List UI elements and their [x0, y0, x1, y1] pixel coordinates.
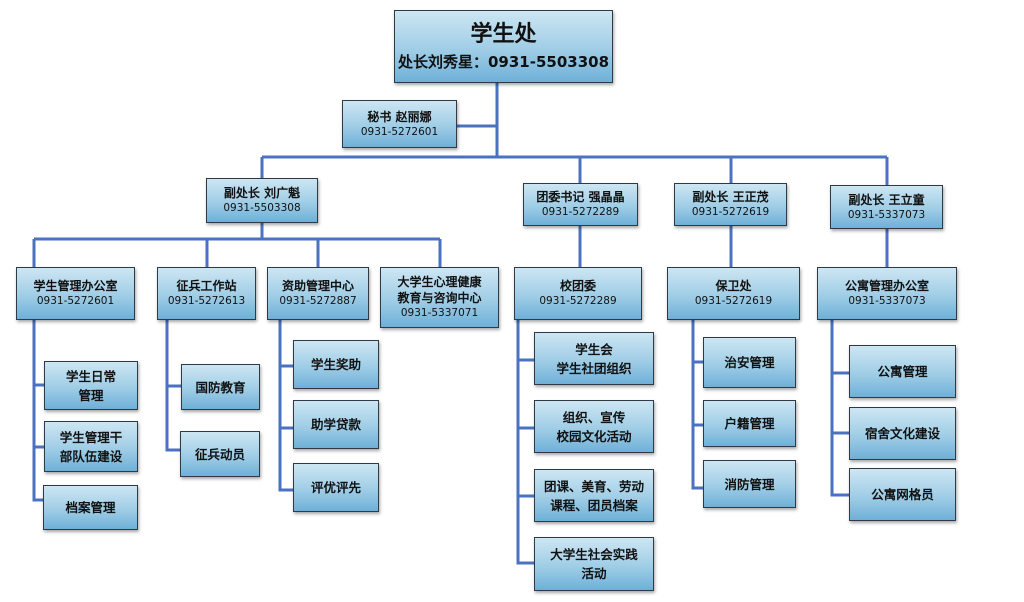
leader-node: 副处长 王正茂 0931-5272619 [674, 183, 787, 226]
function-label: 学生会 学生社团组织 [556, 341, 632, 376]
root-subtitle: 处长刘秀星：0931-5503308 [397, 52, 610, 71]
function-node: 治安管理 [703, 337, 796, 388]
department-phone: 0931-5272619 [694, 295, 773, 307]
secretary-phone: 0931-5272601 [360, 125, 439, 138]
function-label: 消防管理 [724, 476, 775, 492]
department-title: 大学生心理健康 教育与咨询中心 [397, 275, 482, 305]
function-label: 组织、宣传 校园文化活动 [556, 409, 632, 444]
department-title: 校团委 [559, 279, 596, 293]
function-label: 评优评先 [310, 480, 361, 495]
leader-title: 团委书记 强晶晶 [536, 190, 625, 204]
leader-title: 副处长 刘广魁 [223, 186, 301, 200]
function-node: 学生奖助 [293, 340, 379, 389]
function-label: 档案管理 [65, 500, 116, 515]
department-title: 保卫处 [715, 279, 752, 293]
function-label: 宿舍文化建设 [864, 426, 940, 441]
leader-node: 团委书记 强晶晶 0931-5272289 [523, 183, 638, 226]
department-node: 大学生心理健康 教育与咨询中心 0931-5337071 [380, 267, 499, 328]
function-label: 学生奖助 [310, 357, 361, 372]
function-node: 公寓管理 [849, 345, 956, 398]
department-phone: 0931-5272887 [279, 295, 357, 307]
root-node-student-affairs: 学生处 处长刘秀星：0931-5503308 [394, 10, 613, 83]
leader-title: 副处长 王立童 [848, 192, 925, 207]
department-node: 征兵工作站 0931-5272613 [157, 267, 256, 320]
secretary-title: 秘书 赵丽娜 [367, 109, 432, 124]
function-node: 助学贷款 [293, 400, 379, 449]
department-title: 征兵工作站 [176, 279, 237, 293]
department-node: 学生管理办公室 0931-5272601 [16, 267, 135, 320]
function-node: 学生管理干 部队伍建设 [44, 421, 138, 472]
department-phone: 0931-5272601 [36, 295, 115, 307]
leader-phone: 0931-5272619 [691, 206, 770, 218]
function-node: 宿舍文化建设 [849, 407, 956, 460]
leader-phone: 0931-5337073 [847, 208, 926, 221]
function-label: 户籍管理 [724, 416, 775, 431]
leader-title: 副处长 王正茂 [692, 190, 769, 204]
department-title: 公寓管理办公室 [844, 279, 929, 293]
department-node: 校团委 0931-5272289 [514, 267, 642, 320]
function-node: 大学生社会实践 活动 [534, 537, 654, 591]
department-title: 资助管理中心 [281, 279, 354, 293]
department-title: 学生管理办公室 [33, 279, 118, 293]
department-phone: 0931-5337073 [848, 295, 926, 307]
function-label: 治安管理 [724, 355, 775, 370]
function-node: 消防管理 [703, 460, 796, 508]
leader-node: 副处长 王立童 0931-5337073 [830, 185, 943, 229]
function-node: 团课、美育、劳动 课程、团员档案 [534, 469, 654, 522]
function-node: 户籍管理 [703, 400, 796, 447]
secretary-node: 秘书 赵丽娜 0931-5272601 [342, 100, 457, 148]
function-label: 公寓网格员 [871, 487, 934, 502]
leader-node: 副处长 刘广魁 0931-5503308 [206, 178, 318, 223]
department-node: 保卫处 0931-5272619 [667, 267, 800, 320]
function-node: 国防教育 [181, 364, 260, 410]
function-label: 学生日常 管理 [65, 368, 116, 403]
leader-phone: 0931-5272289 [541, 206, 620, 218]
function-node: 学生日常 管理 [44, 361, 138, 410]
function-node: 评优评先 [293, 463, 379, 512]
leader-phone: 0931-5503308 [223, 202, 301, 214]
function-label: 国防教育 [195, 379, 246, 395]
function-label: 征兵动员 [194, 446, 245, 462]
department-phone: 0931-5272289 [539, 295, 617, 307]
function-node: 档案管理 [43, 485, 138, 530]
root-title: 学生处 [470, 21, 537, 47]
function-label: 助学贷款 [310, 417, 361, 432]
department-phone: 0931-5272613 [167, 295, 246, 307]
function-label: 学生管理干 部队伍建设 [59, 429, 123, 464]
function-node: 组织、宣传 校园文化活动 [534, 400, 654, 453]
function-node: 公寓网格员 [849, 468, 956, 521]
function-node: 学生会 学生社团组织 [534, 332, 654, 385]
function-label: 公寓管理 [877, 364, 928, 379]
function-label: 团课、美育、劳动 课程、团员档案 [543, 478, 644, 513]
department-phone: 0931-5337071 [400, 307, 479, 319]
function-node: 征兵动员 [180, 431, 260, 477]
department-node: 公寓管理办公室 0931-5337073 [817, 267, 957, 320]
department-node: 资助管理中心 0931-5272887 [267, 267, 369, 320]
function-label: 大学生社会实践 活动 [550, 547, 638, 581]
